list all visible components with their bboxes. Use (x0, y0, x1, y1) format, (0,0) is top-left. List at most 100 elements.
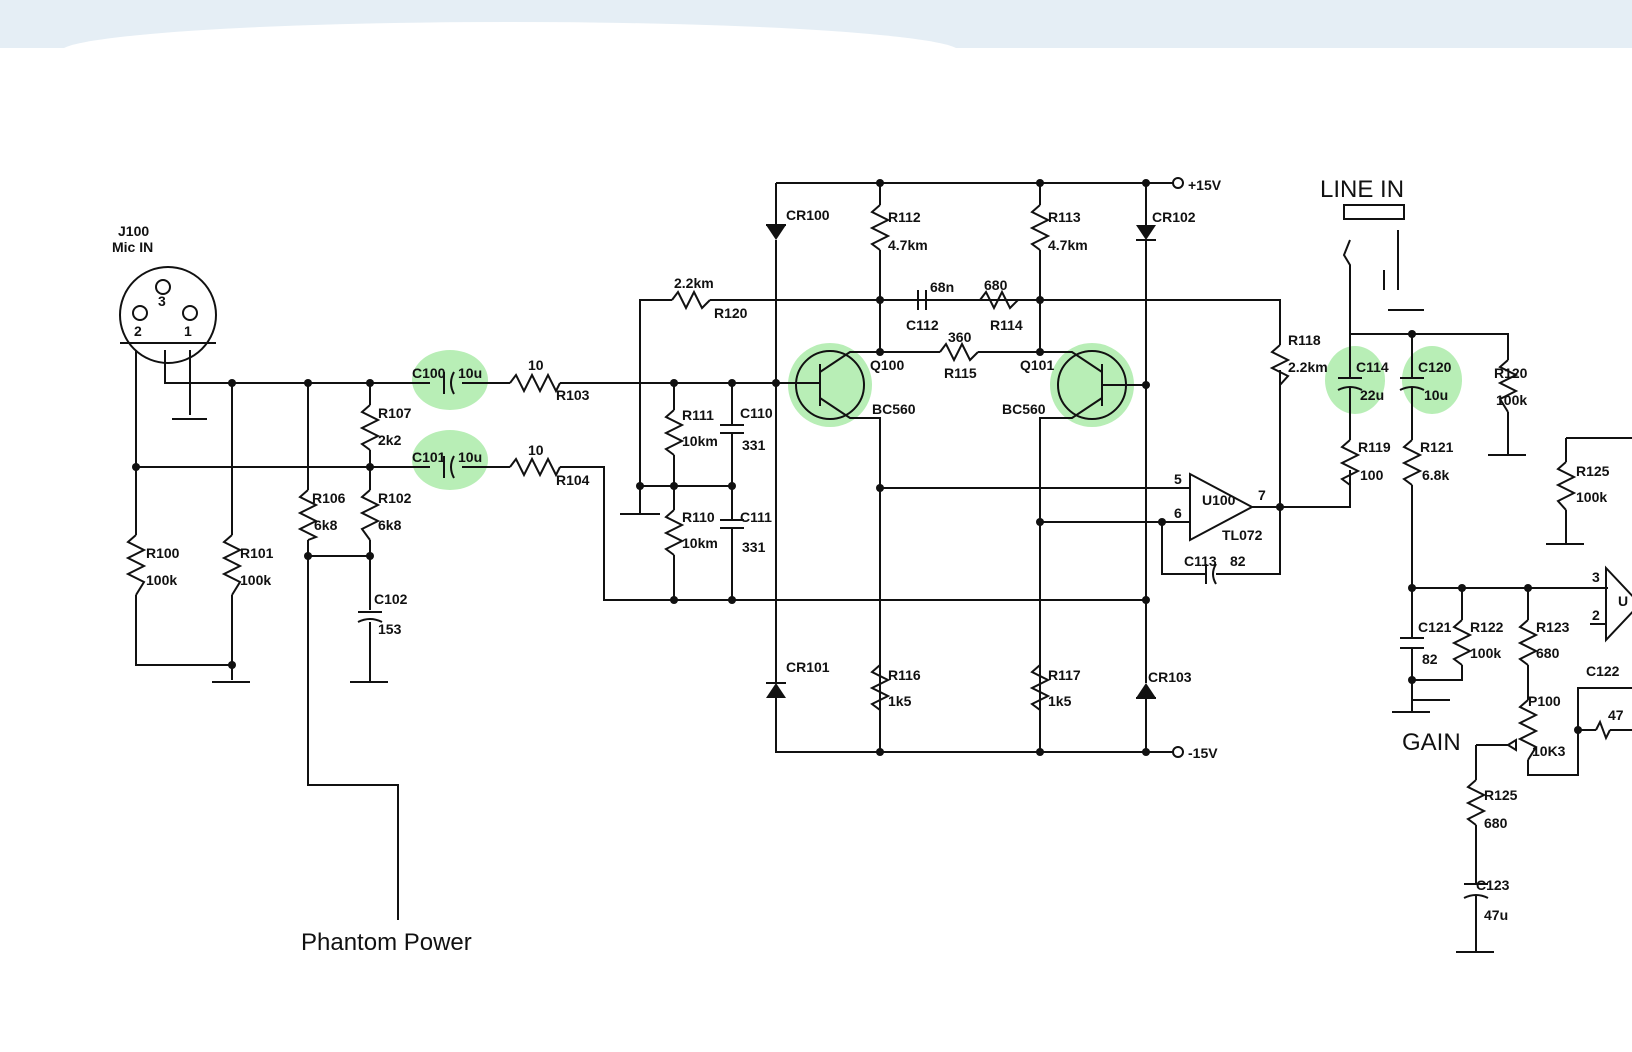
r110-label: R110 (682, 509, 715, 525)
c113-value: 82 (1230, 553, 1246, 569)
c101-value: 10u (458, 449, 482, 465)
r111-value: 10km (682, 433, 718, 449)
q100-label: Q100 (870, 357, 904, 373)
j100-label: J100 (118, 223, 149, 239)
pin1-label: 1 (184, 323, 192, 339)
c114-value: 22u (1360, 387, 1384, 403)
line-in-section (1337, 204, 1632, 953)
r122-value: 100k (1470, 645, 1501, 661)
r120a-label: R120 (714, 305, 748, 321)
c112-value: 68n (930, 279, 954, 295)
r101-value: 100k (240, 572, 271, 588)
phantom-power-caption: Phantom Power (301, 929, 472, 956)
r106-label: R106 (312, 490, 346, 506)
c100-value: 10u (458, 365, 482, 381)
c102-value: 153 (378, 621, 402, 637)
r107-value: 2k2 (378, 432, 402, 448)
r113-label: R113 (1048, 209, 1081, 225)
c111-value: 331 (742, 539, 766, 555)
r114-label: R114 (990, 317, 1023, 333)
r125b-label: R125 (1484, 787, 1518, 803)
highlight-group (412, 343, 1462, 490)
c121-label: C121 (1418, 619, 1452, 635)
r115-value: 360 (948, 329, 972, 345)
c112-label: C112 (906, 317, 939, 333)
r118-value: 2.2km (1288, 359, 1328, 375)
differential-pair (766, 177, 1190, 758)
r115-label: R115 (944, 365, 977, 381)
cr101-label: CR101 (786, 659, 830, 675)
r123-label: R123 (1536, 619, 1570, 635)
q101-label: Q101 (1020, 357, 1054, 373)
u100-pin7: 7 (1258, 487, 1266, 503)
r111-label: R111 (682, 407, 714, 423)
r120a-value: 2.2km (674, 275, 714, 291)
c114-label: C114 (1356, 359, 1389, 375)
r120b-value: 100k (1496, 392, 1527, 408)
u100-label: U100 (1202, 492, 1236, 508)
highlight-c100 (412, 350, 488, 410)
r101-label: R101 (240, 545, 274, 561)
u100-pin5: 5 (1174, 471, 1182, 487)
c110-value: 331 (742, 437, 766, 453)
highlight-c101 (412, 430, 488, 490)
p100-label: P100 (1528, 693, 1561, 709)
r103-label: R103 (556, 387, 590, 403)
q100-type: BC560 (872, 401, 916, 417)
u-name: U (1618, 593, 1628, 609)
schematic-sheet (0, 48, 1632, 1052)
tl072-label: TL072 (1222, 527, 1263, 543)
r106-value: 6k8 (314, 517, 338, 533)
highlight-q101 (1050, 343, 1134, 427)
r110-value: 10km (682, 535, 718, 551)
gain-label: GAIN (1402, 729, 1461, 756)
c122-value: 47 (1608, 707, 1624, 723)
r112-label: R112 (888, 209, 921, 225)
r104-value: 10 (528, 442, 544, 458)
q101-type: BC560 (1002, 401, 1046, 417)
opamp-u100 (1158, 470, 1351, 585)
xlr-connector (119, 266, 330, 467)
r103-value: 10 (528, 357, 544, 373)
highlight-c114 (1325, 346, 1385, 414)
r117-value: 1k5 (1048, 693, 1072, 709)
u-pin3: 3 (1592, 569, 1600, 585)
c123-label: C123 (1476, 877, 1510, 893)
r120b-label: R120 (1494, 365, 1528, 381)
r125a-label: R125 (1576, 463, 1610, 479)
highlight-q100 (788, 343, 872, 427)
u100-pin6: 6 (1174, 505, 1182, 521)
r100-label: R100 (146, 545, 180, 561)
plus15-label: +15V (1188, 177, 1222, 193)
c102-label: C102 (374, 591, 408, 607)
r123-value: 680 (1536, 645, 1560, 661)
c101-label: C101 (412, 449, 446, 465)
r122-label: R122 (1470, 619, 1504, 635)
r125b-value: 680 (1484, 815, 1508, 831)
input-wiring (125, 371, 1146, 920)
r125a-value: 100k (1576, 489, 1607, 505)
c120-value: 10u (1424, 387, 1448, 403)
c100-label: C100 (412, 365, 446, 381)
r117-label: R117 (1048, 667, 1081, 683)
r104-label: R104 (556, 472, 590, 488)
c113-label: C113 (1184, 553, 1217, 569)
p100-value: 10K3 (1532, 743, 1566, 759)
cr103-label: CR103 (1148, 669, 1192, 685)
c123-value: 47u (1484, 907, 1508, 923)
r121-label: R121 (1420, 439, 1454, 455)
r112-value: 4.7km (888, 237, 928, 253)
pin2-label: 2 (134, 323, 142, 339)
c110-label: C110 (740, 405, 773, 421)
r102-label: R102 (378, 490, 412, 506)
r100-value: 100k (146, 572, 177, 588)
r121-value: 6.8k (1422, 467, 1449, 483)
cr100-label: CR100 (786, 207, 830, 223)
r118-label: R118 (1288, 332, 1321, 348)
r113-value: 4.7km (1048, 237, 1088, 253)
r119-label: R119 (1358, 439, 1391, 455)
r116-label: R116 (888, 667, 921, 683)
mic-in-label: Mic IN (112, 239, 153, 255)
r119-value: 100 (1360, 467, 1384, 483)
